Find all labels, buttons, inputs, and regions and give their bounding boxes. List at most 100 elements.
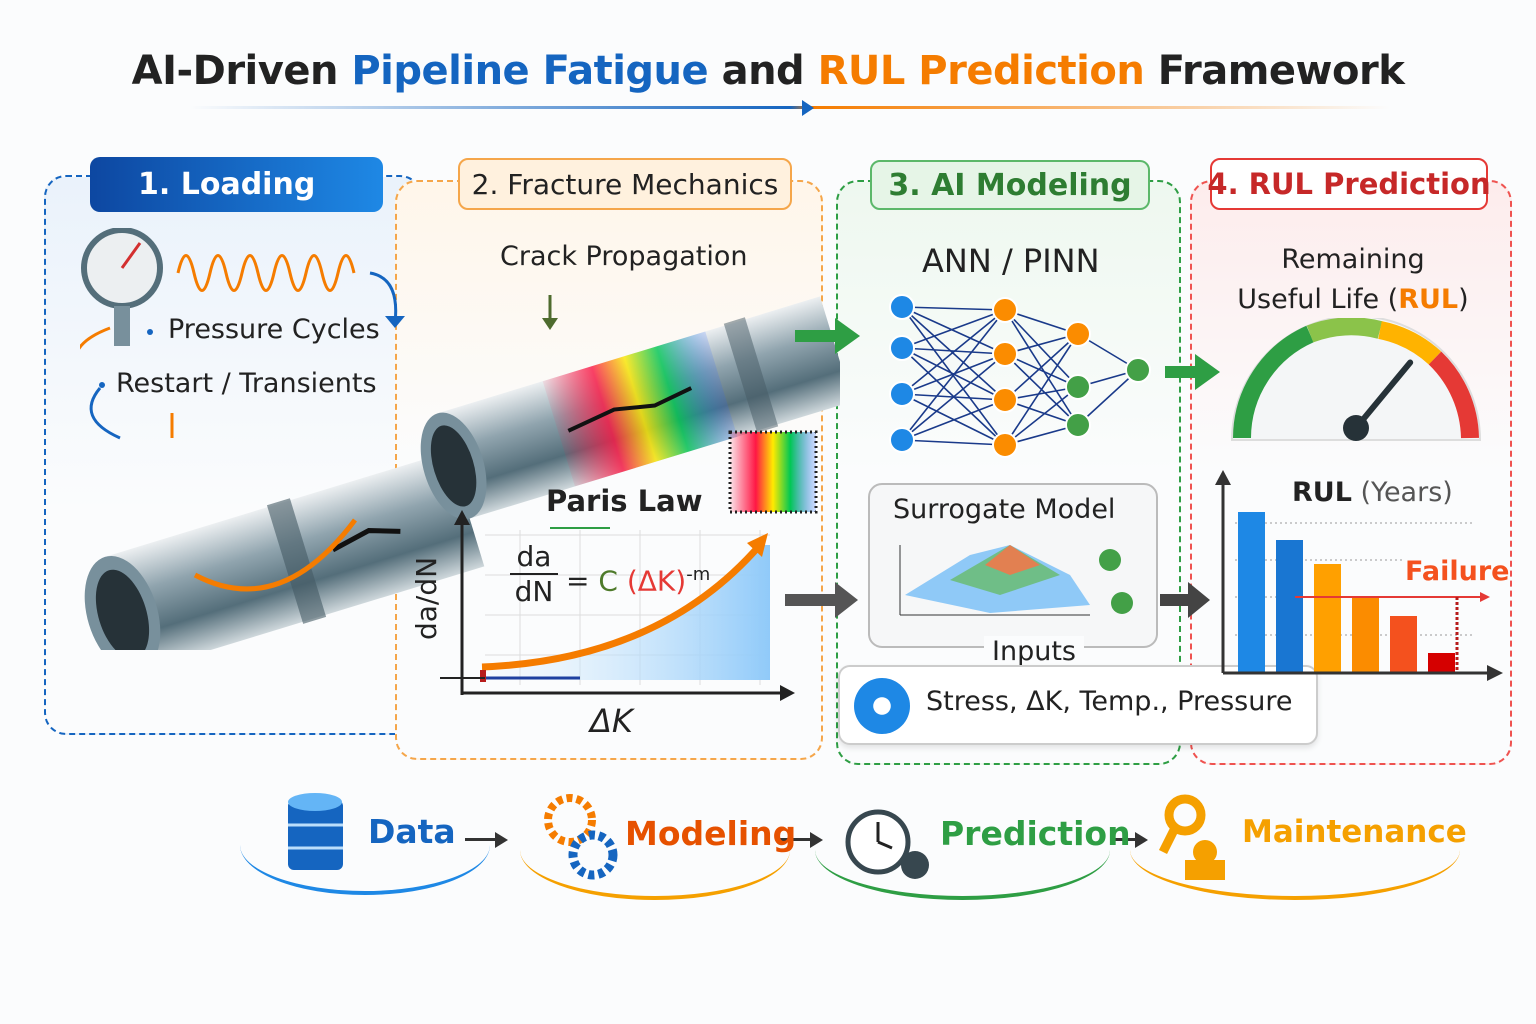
inputs-label: Inputs bbox=[984, 636, 1084, 667]
step-number: 1. bbox=[138, 167, 171, 202]
nn-connection bbox=[901, 399, 1006, 441]
nn-connection bbox=[901, 306, 1006, 401]
flow-label-data: Data bbox=[368, 812, 456, 851]
nn-connection bbox=[1004, 353, 1079, 388]
gears-icon bbox=[544, 794, 618, 880]
pressure-wave bbox=[176, 254, 356, 292]
eq-c: C bbox=[598, 564, 618, 598]
rul-gauge bbox=[1230, 318, 1482, 441]
nn-node bbox=[889, 381, 915, 407]
nn-node bbox=[1125, 357, 1151, 383]
paris-curve bbox=[481, 542, 763, 671]
rul-bar bbox=[1428, 653, 1455, 673]
paris-law-title: Paris Law bbox=[546, 484, 703, 518]
rul-bar bbox=[1390, 616, 1417, 673]
pressure-cycles-label: Pressure Cycles bbox=[168, 314, 380, 345]
title-part: AI-Driven bbox=[131, 48, 352, 94]
nn-node bbox=[992, 432, 1018, 458]
rul-line2b: RUL bbox=[1398, 284, 1459, 315]
area-under-curve bbox=[485, 545, 770, 680]
flow-icons bbox=[288, 793, 1225, 880]
nn-node bbox=[992, 297, 1018, 323]
nn-node bbox=[889, 427, 915, 453]
nn-connection bbox=[901, 439, 1006, 446]
flow-label-maintenance: Maintenance bbox=[1242, 814, 1467, 850]
flow-data bbox=[240, 795, 490, 895]
eq-denominator: dN bbox=[510, 573, 558, 608]
page-title: AI-Driven Pipeline Fatigue and RUL Predi… bbox=[0, 48, 1536, 94]
surrogate-surface bbox=[899, 545, 1133, 616]
nn-connection bbox=[1077, 369, 1139, 426]
eq-numerator: da bbox=[516, 540, 552, 573]
rul-bar bbox=[1314, 564, 1341, 673]
failure-label: Failure bbox=[1405, 556, 1510, 587]
clock-icon bbox=[845, 809, 929, 879]
rul-chart-title-b: (Years) bbox=[1351, 477, 1453, 508]
gauge-needle bbox=[1353, 359, 1414, 431]
flow-label-prediction: Prediction bbox=[940, 814, 1131, 853]
nn-node bbox=[992, 341, 1018, 367]
paris-law-chart bbox=[440, 510, 795, 701]
step-title: Loading bbox=[180, 167, 316, 202]
x-axis-label: ΔK bbox=[590, 702, 633, 740]
nn-connection bbox=[1004, 309, 1079, 388]
nn-connection bbox=[1004, 386, 1079, 446]
nn-node bbox=[1065, 412, 1091, 438]
eq-dk: (ΔK) bbox=[626, 564, 687, 598]
loading-header: 1. Loading bbox=[90, 157, 383, 212]
flow-prediction bbox=[815, 800, 1110, 900]
inputs-box bbox=[838, 665, 1318, 745]
title-part: RUL Prediction bbox=[817, 48, 1145, 94]
nn-node bbox=[1065, 321, 1091, 347]
eq-equals: = bbox=[566, 564, 590, 598]
neural-network bbox=[889, 294, 1151, 458]
restart-transients-label: Restart / Transients bbox=[116, 368, 377, 399]
eq-exponent: -m bbox=[686, 564, 711, 585]
inputs-list: Stress, ΔK, Temp., Pressure bbox=[926, 686, 1293, 717]
nn-node bbox=[889, 294, 915, 320]
nn-connection bbox=[901, 353, 1006, 441]
title-part: Pipeline Fatigue bbox=[351, 48, 709, 94]
crack-propagation-label: Crack Propagation bbox=[500, 241, 748, 272]
rul-bar bbox=[1352, 596, 1379, 673]
ann-pinn-label: ANN / PINN bbox=[922, 242, 1100, 280]
flow-label-modeling: Modeling bbox=[625, 814, 797, 853]
rul-bar bbox=[1238, 512, 1265, 673]
rul-bar-chart bbox=[1215, 470, 1503, 681]
remaining-useful-life-label: Remaining Useful Life (RUL) bbox=[1200, 240, 1506, 320]
wrench-icon bbox=[1158, 794, 1225, 880]
ai-header: 3. AI Modeling bbox=[870, 160, 1150, 210]
rul-bar bbox=[1276, 540, 1303, 673]
rul-line2c: ) bbox=[1458, 284, 1469, 315]
surrogate-model-label: Surrogate Model bbox=[893, 494, 1116, 525]
nn-connection bbox=[901, 306, 1006, 355]
title-underline bbox=[190, 100, 1390, 116]
nn-connection bbox=[901, 309, 1006, 349]
fracture-header: 2. Fracture Mechanics bbox=[458, 158, 792, 210]
flow-maintenance bbox=[1130, 800, 1460, 900]
nn-connection bbox=[901, 309, 1006, 395]
equation-rhs: = C (ΔK)-m bbox=[566, 564, 710, 597]
title-part: and bbox=[708, 48, 818, 94]
y-axis-label: da/dN bbox=[410, 556, 443, 640]
fea-inset bbox=[728, 430, 818, 514]
nn-node bbox=[992, 387, 1018, 413]
pipeline-illustration bbox=[84, 295, 840, 650]
nn-connection bbox=[901, 309, 1006, 441]
nn-connection bbox=[1004, 333, 1079, 446]
restart-arrow bbox=[89, 387, 121, 440]
orange-arrow bbox=[193, 518, 357, 592]
gear-input-icon bbox=[854, 678, 910, 734]
rul-line1: Remaining bbox=[1281, 244, 1425, 275]
flow-modeling bbox=[520, 800, 790, 900]
rul-chart-title: RUL (Years) bbox=[1292, 477, 1453, 508]
rul-chart-title-a: RUL bbox=[1292, 477, 1352, 508]
nn-node bbox=[889, 335, 915, 361]
nn-node bbox=[1065, 374, 1091, 400]
panel-arrows bbox=[785, 318, 1220, 618]
loading-graphics bbox=[80, 228, 405, 440]
equation-fraction: da dN bbox=[510, 540, 558, 608]
title-part: Framework bbox=[1144, 48, 1405, 94]
crack bbox=[567, 386, 693, 433]
nn-connection bbox=[901, 306, 1006, 311]
